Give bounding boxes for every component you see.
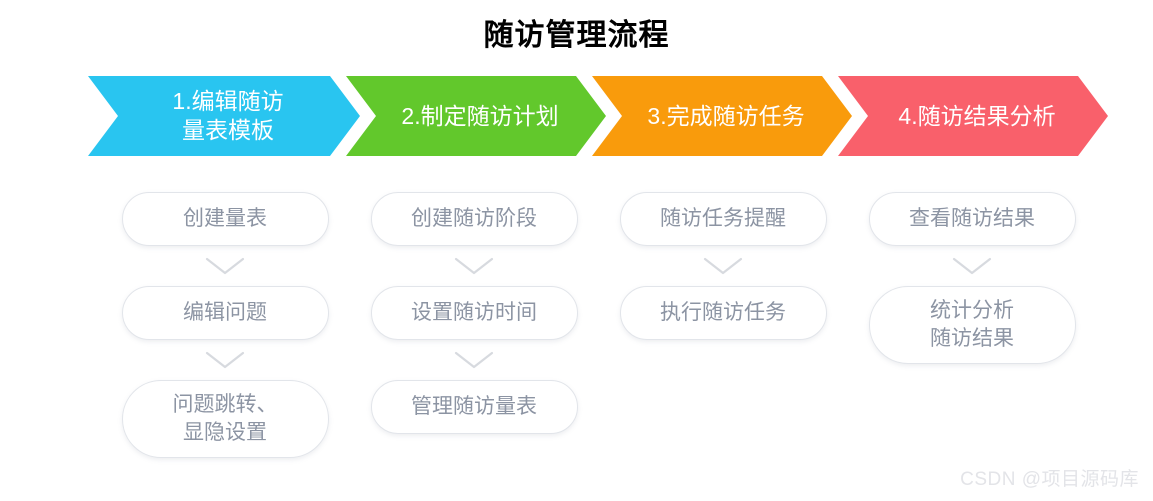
step-box[interactable]: 管理随访量表 xyxy=(370,380,578,434)
step-box[interactable]: 随访任务提醒 xyxy=(619,192,827,246)
step-column-4: 查看随访结果 统计分析 随访结果 xyxy=(847,192,1097,364)
step-box[interactable]: 查看随访结果 xyxy=(868,192,1076,246)
step-column-2: 创建随访阶段 设置随访时间 管理随访量表 xyxy=(349,192,599,434)
step-column-3: 随访任务提醒 执行随访任务 xyxy=(598,192,848,340)
page-title: 随访管理流程 xyxy=(483,19,670,52)
stage-arrow-2[interactable]: 2.制定随访计划 xyxy=(346,76,606,156)
step-box[interactable]: 执行随访任务 xyxy=(619,286,827,340)
chevron-down-icon xyxy=(950,246,994,286)
watermark: CSDN @项目源码库 xyxy=(960,469,1139,490)
step-box[interactable]: 统计分析 随访结果 xyxy=(868,286,1076,364)
step-box[interactable]: 创建随访阶段 xyxy=(370,192,578,246)
stage-arrow-4-label: 4.随访结果分析 xyxy=(898,102,1056,129)
chevron-down-icon xyxy=(452,246,496,286)
stage-arrow-3[interactable]: 3.完成随访任务 xyxy=(592,76,852,156)
step-box[interactable]: 创建量表 xyxy=(121,192,329,246)
chevron-down-icon xyxy=(203,246,247,286)
stage-arrow-3-label: 3.完成随访任务 xyxy=(647,102,805,129)
step-column-1: 创建量表 编辑问题 问题跳转、 显隐设置 xyxy=(100,192,350,458)
chevron-down-icon xyxy=(452,340,496,380)
stage-arrow-1-label: 1.编辑随访 量表模板 xyxy=(172,88,284,143)
step-box[interactable]: 编辑问题 xyxy=(121,286,329,340)
stage-arrow-1[interactable]: 1.编辑随访 量表模板 xyxy=(88,76,360,156)
chevron-down-icon xyxy=(203,340,247,380)
step-box[interactable]: 设置随访时间 xyxy=(370,286,578,340)
stage-arrow-2-label: 2.制定随访计划 xyxy=(401,102,559,129)
step-box[interactable]: 问题跳转、 显隐设置 xyxy=(121,380,329,458)
stage-arrow-4[interactable]: 4.随访结果分析 xyxy=(838,76,1108,156)
chevron-down-icon xyxy=(701,246,745,286)
stage-banner: 1.编辑随访 量表模板 2.制定随访计划 3.完成随访任务 4.随访结果分析 xyxy=(88,76,1108,156)
step-columns: 创建量表 编辑问题 问题跳转、 显隐设置 创建随访阶段 设置随访时间 管理随访量… xyxy=(0,192,1153,482)
